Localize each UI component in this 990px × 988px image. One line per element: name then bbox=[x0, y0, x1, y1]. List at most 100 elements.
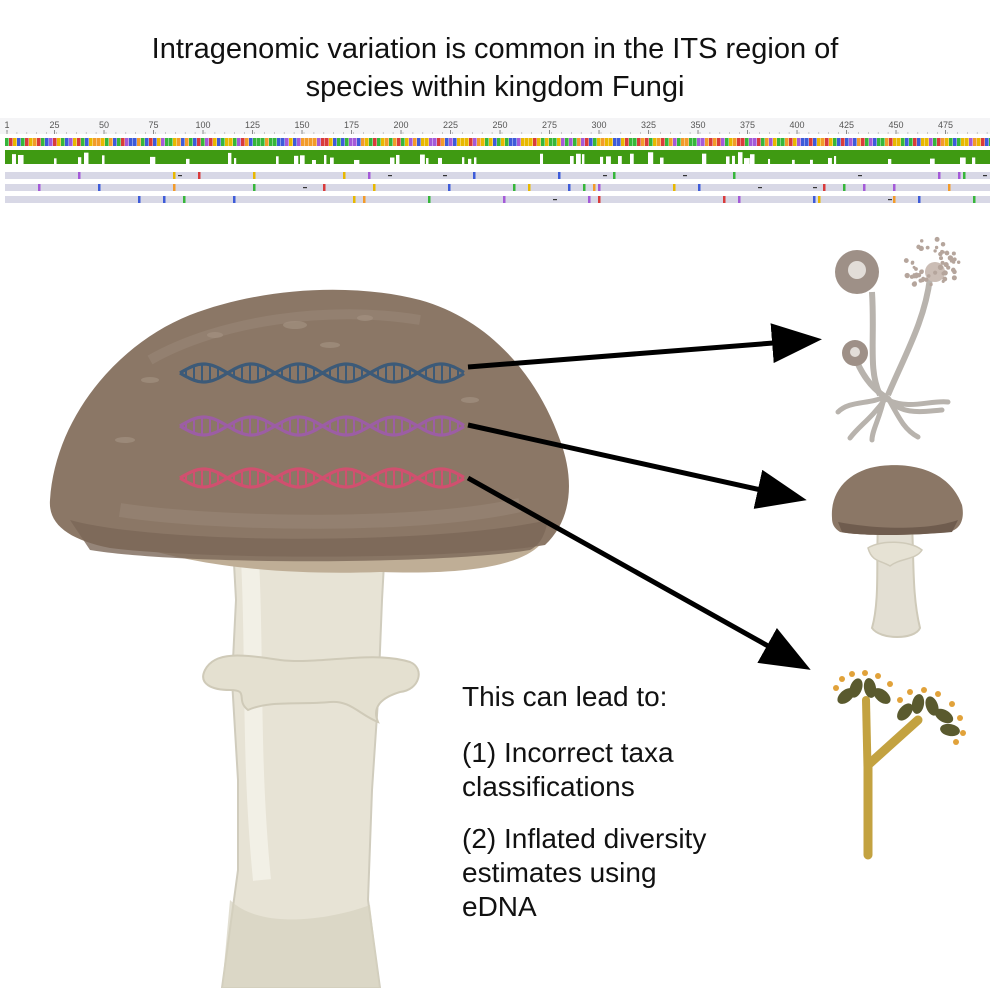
title-line-2: species within kingdom Fungi bbox=[305, 71, 685, 103]
sequence-base bbox=[465, 138, 469, 146]
sequence-base bbox=[445, 138, 449, 146]
consensus-gap bbox=[888, 158, 892, 164]
sequence-base bbox=[121, 138, 125, 146]
sequence-base bbox=[237, 138, 241, 146]
sequence-base bbox=[213, 138, 217, 146]
consensus-gap bbox=[618, 156, 622, 164]
sequence-base bbox=[509, 138, 513, 146]
sequence-base bbox=[69, 138, 73, 146]
read-variant bbox=[588, 196, 591, 203]
sequence-base bbox=[269, 138, 273, 146]
sequence-base bbox=[401, 138, 405, 146]
read-variant bbox=[343, 172, 346, 179]
sequence-base bbox=[249, 138, 253, 146]
consensus-gap bbox=[354, 159, 360, 164]
consequence-1-line-2: classifications bbox=[462, 771, 635, 802]
sequence-base bbox=[5, 138, 9, 146]
consensus-gap bbox=[462, 157, 465, 164]
sequence-base bbox=[381, 138, 385, 146]
ruler-tick-label: 125 bbox=[245, 120, 260, 130]
read-variant bbox=[198, 172, 201, 179]
sequence-base bbox=[821, 138, 825, 146]
alignment-sequence-bar bbox=[5, 138, 990, 146]
ruler-tick-label: 75 bbox=[149, 120, 159, 130]
dna-strand bbox=[179, 362, 465, 384]
sequence-base bbox=[353, 138, 357, 146]
sequence-base bbox=[853, 138, 857, 146]
consensus-gap bbox=[768, 158, 771, 164]
sequence-base bbox=[13, 138, 17, 146]
read-gap-mark bbox=[758, 187, 762, 189]
consensus-gap bbox=[606, 156, 611, 164]
sequence-base bbox=[653, 138, 657, 146]
read-variant bbox=[723, 196, 726, 203]
read-variant bbox=[863, 184, 866, 191]
read-gap-mark bbox=[388, 175, 392, 177]
sequence-base bbox=[917, 138, 921, 146]
sequence-base bbox=[765, 138, 769, 146]
spore bbox=[950, 267, 956, 273]
ruler-tick-label: 475 bbox=[938, 120, 953, 130]
sequence-base bbox=[809, 138, 813, 146]
sequence-base bbox=[789, 138, 793, 146]
spore bbox=[919, 239, 924, 243]
sequence-base bbox=[517, 138, 521, 146]
sequence-base bbox=[17, 138, 21, 146]
consensus-gap bbox=[330, 157, 334, 164]
consensus-gap bbox=[540, 153, 544, 164]
sequence-base bbox=[317, 138, 321, 146]
consensus-gap bbox=[732, 155, 735, 164]
sequence-base bbox=[305, 138, 309, 146]
spore bbox=[926, 274, 931, 278]
read-gap-mark bbox=[983, 175, 987, 177]
sequence-base bbox=[21, 138, 25, 146]
sequence-base bbox=[797, 138, 801, 146]
sequence-base bbox=[625, 138, 629, 146]
sequence-base bbox=[365, 138, 369, 146]
sequence-base bbox=[341, 138, 345, 146]
sequence-base bbox=[453, 138, 457, 146]
sequence-base bbox=[541, 138, 545, 146]
sequence-base bbox=[469, 138, 473, 146]
sequence-base bbox=[937, 138, 941, 146]
consensus-gap bbox=[738, 152, 743, 164]
read-variant bbox=[958, 172, 961, 179]
sequence-base bbox=[629, 138, 633, 146]
sequence-base bbox=[505, 138, 509, 146]
sequence-base bbox=[333, 138, 337, 146]
consensus-gap bbox=[84, 152, 89, 164]
sequence-base bbox=[909, 138, 913, 146]
read-variant bbox=[163, 196, 166, 203]
read-variant bbox=[598, 196, 601, 203]
read-variant bbox=[233, 196, 236, 203]
sequence-base bbox=[645, 138, 649, 146]
ruler-tick-label: 325 bbox=[641, 120, 656, 130]
sequence-base bbox=[173, 138, 177, 146]
spore bbox=[920, 278, 925, 283]
consensus-gap bbox=[474, 157, 477, 164]
sequence-base bbox=[733, 138, 737, 146]
sequence-base bbox=[293, 138, 297, 146]
spore bbox=[942, 276, 948, 282]
spore bbox=[951, 275, 957, 281]
consensus-gap bbox=[930, 158, 935, 164]
read-gap-mark bbox=[603, 175, 607, 177]
sequence-base bbox=[981, 138, 985, 146]
sequence-base bbox=[661, 138, 665, 146]
sequence-base bbox=[673, 138, 677, 146]
sequence-base bbox=[289, 138, 293, 146]
sequence-base bbox=[137, 138, 141, 146]
ruler-tick-label: 300 bbox=[592, 120, 607, 130]
sequence-base bbox=[225, 138, 229, 146]
sequence-base bbox=[277, 138, 281, 146]
sequence-base bbox=[829, 138, 833, 146]
sequence-base bbox=[257, 138, 261, 146]
read-track bbox=[5, 172, 990, 179]
sequence-base bbox=[253, 138, 257, 146]
consensus-gap bbox=[600, 156, 604, 164]
ruler-tick-label: 350 bbox=[691, 120, 706, 130]
sequence-base bbox=[889, 138, 893, 146]
consensus-gap bbox=[660, 157, 664, 164]
sequence-base bbox=[549, 138, 553, 146]
dna-strand bbox=[179, 467, 465, 489]
